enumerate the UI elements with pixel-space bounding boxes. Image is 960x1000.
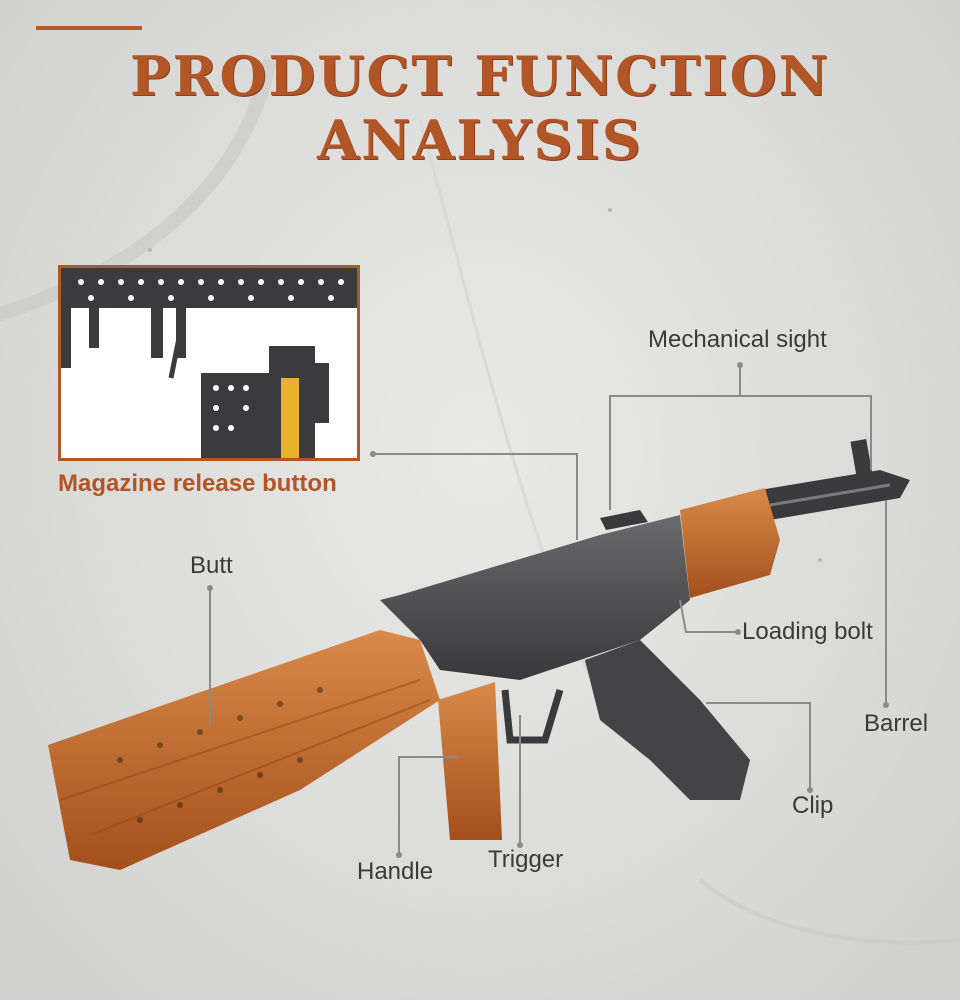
page-title: PRODUCT FUNCTION ANALYSIS — [129, 44, 830, 172]
label-butt: Butt — [190, 552, 233, 579]
label-barrel: Barrel — [864, 710, 929, 737]
label-trigger: Trigger — [488, 846, 564, 873]
label-mechanical-sight: Mechanical sight — [648, 326, 827, 353]
label-handle: Handle — [357, 858, 434, 885]
magazine-release-detail-image — [58, 265, 360, 461]
label-clip: Clip — [792, 792, 834, 819]
decorative-rule — [36, 26, 142, 30]
label-loading-bolt: Loading bolt — [742, 618, 873, 645]
inset-caption: Magazine release button — [58, 470, 337, 497]
